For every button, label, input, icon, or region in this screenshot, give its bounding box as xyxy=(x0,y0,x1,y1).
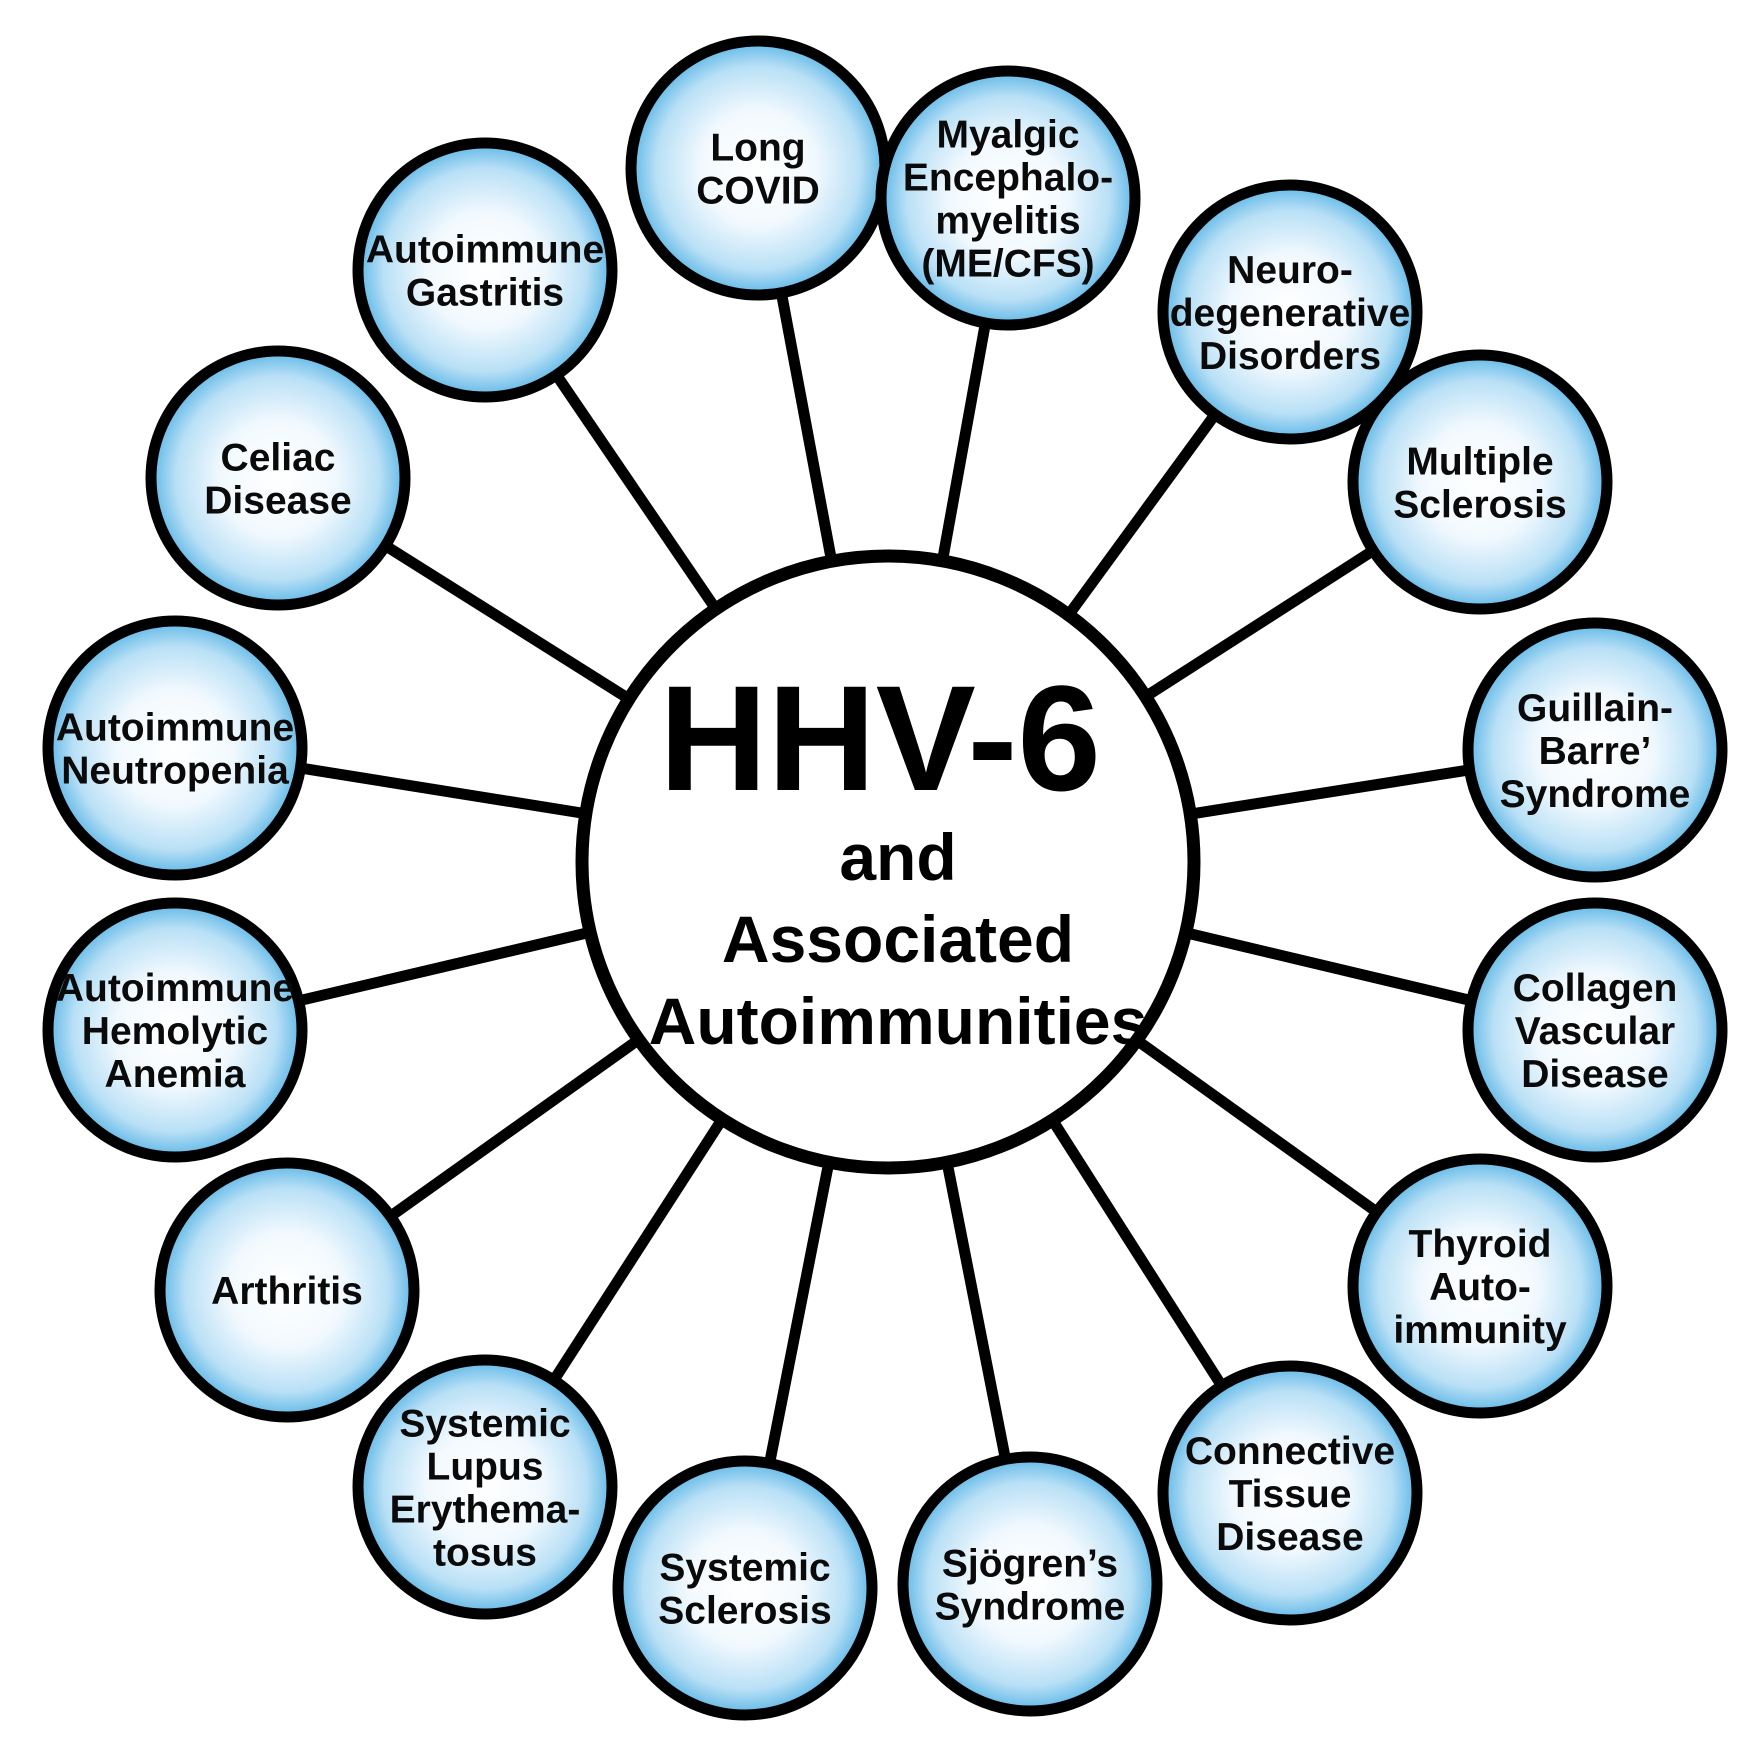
node-label-multiple-sclerosis-line-2: Sclerosis xyxy=(1393,484,1566,527)
node-circle-sjogrens-syndrome xyxy=(897,1451,1163,1717)
node-label-me-cfs-line-1: Myalgic xyxy=(936,114,1079,157)
spoke-celiac-disease xyxy=(380,539,634,705)
node-label-long-covid-line-2: COVID xyxy=(696,170,820,213)
node-circle-neurodegenerative-disorders xyxy=(1157,179,1423,445)
spoke-autoimmune-hemolytic-anemia xyxy=(295,926,594,1007)
node-guillain-barre-syndrome: Guillain-Barre’Syndrome xyxy=(1462,617,1728,883)
spoke-thyroid-autoimmunity xyxy=(1131,1034,1382,1218)
spoke-guillain-barre-syndrome xyxy=(1187,764,1473,820)
node-label-multiple-sclerosis-line-1: Multiple xyxy=(1406,441,1553,484)
spoke-me-cfs xyxy=(936,320,992,564)
node-label-autoimmune-neutropenia-line-1: Autoimmune xyxy=(56,707,294,750)
node-label-guillain-barre-syndrome-line-1: Guillain- xyxy=(1517,687,1673,730)
node-label-long-covid-line-1: Long xyxy=(710,127,805,170)
node-circle-multiple-sclerosis xyxy=(1347,349,1613,615)
node-label-neurodegenerative-disorders-line-3: Disorders xyxy=(1199,335,1381,378)
spoke-neurodegenerative-disorders xyxy=(1062,409,1221,620)
condition-nodes: LongCOVIDMyalgicEncephalo-myelitis(ME/CF… xyxy=(42,35,1728,1721)
node-label-neurodegenerative-disorders-line-2: degenerative xyxy=(1170,292,1411,335)
node-circle-autoimmune-hemolytic-anemia xyxy=(42,897,308,1163)
node-label-systemic-lupus-erythematosus-line-1: Systemic xyxy=(399,1403,570,1446)
node-label-systemic-sclerosis-line-2: Sclerosis xyxy=(658,1590,831,1633)
node-label-connective-tissue-disease-line-2: Tissue xyxy=(1229,1473,1352,1516)
node-label-autoimmune-gastritis-line-1: Autoimmune xyxy=(366,229,604,272)
node-circle-arthritis xyxy=(154,1157,420,1423)
node-circle-systemic-sclerosis xyxy=(612,1455,878,1721)
hub-subtitle-line-2: Associated xyxy=(722,902,1074,976)
node-label-thyroid-autoimmunity-line-2: Auto- xyxy=(1429,1266,1531,1309)
spoke-systemic-sclerosis xyxy=(763,1159,835,1467)
node-label-celiac-disease-line-2: Disease xyxy=(204,480,351,523)
node-label-guillain-barre-syndrome-line-3: Syndrome xyxy=(1500,773,1691,816)
node-label-collagen-vascular-disease-line-2: Vascular xyxy=(1515,1010,1675,1053)
node-label-sjogrens-syndrome-line-2: Syndrome xyxy=(935,1586,1126,1629)
node-label-me-cfs-line-4: (ME/CFS) xyxy=(921,243,1094,286)
node-circle-autoimmune-neutropenia xyxy=(42,615,308,881)
node-circle-systemic-lupus-erythematosus xyxy=(352,1354,618,1620)
node-circle-connective-tissue-disease xyxy=(1157,1360,1423,1626)
node-label-systemic-lupus-erythematosus-line-2: Lupus xyxy=(427,1446,544,1489)
node-label-systemic-lupus-erythematosus-line-3: Erythema- xyxy=(390,1489,581,1532)
node-label-connective-tissue-disease-line-1: Connective xyxy=(1185,1430,1395,1473)
node-circle-thyroid-autoimmunity xyxy=(1347,1153,1613,1419)
node-label-guillain-barre-syndrome-line-2: Barre’ xyxy=(1539,730,1652,773)
hub-title: HHV-6 xyxy=(659,654,1101,822)
node-label-autoimmune-neutropenia-line-2: Neutropenia xyxy=(61,750,289,793)
spokes xyxy=(295,289,1475,1467)
spoke-autoimmune-neutropenia xyxy=(297,762,589,820)
node-label-me-cfs-line-3: myelitis xyxy=(935,200,1080,243)
node-label-arthritis-line-1: Arthritis xyxy=(211,1270,363,1313)
spoke-systemic-lupus-erythematosus xyxy=(548,1114,728,1385)
spoke-multiple-sclerosis xyxy=(1140,544,1378,703)
node-label-celiac-disease-line-1: Celiac xyxy=(221,437,336,480)
node-label-thyroid-autoimmunity-line-3: immunity xyxy=(1393,1309,1567,1352)
node-label-autoimmune-hemolytic-anemia-line-3: Anemia xyxy=(105,1053,246,1096)
node-label-autoimmune-hemolytic-anemia-line-2: Hemolytic xyxy=(82,1010,268,1053)
node-arthritis: Arthritis xyxy=(154,1157,420,1423)
node-circle-guillain-barre-syndrome xyxy=(1462,617,1728,883)
spoke-connective-tissue-disease xyxy=(1046,1115,1228,1391)
hub: HHV-6 and Associated Autoimmunities xyxy=(575,549,1201,1175)
hub-circle xyxy=(575,549,1201,1175)
spoke-long-covid xyxy=(775,289,838,565)
node-label-neurodegenerative-disorders-line-1: Neuro- xyxy=(1227,249,1353,292)
node-circle-me-cfs xyxy=(875,65,1141,331)
node-label-connective-tissue-disease-line-3: Disease xyxy=(1216,1516,1363,1559)
node-label-sjogrens-syndrome-line-1: Sjögren’s xyxy=(942,1543,1118,1586)
node-label-systemic-sclerosis-line-1: Systemic xyxy=(659,1547,830,1590)
node-label-thyroid-autoimmunity-line-1: Thyroid xyxy=(1409,1223,1552,1266)
node-circle-autoimmune-gastritis xyxy=(352,137,618,403)
spoke-arthritis xyxy=(385,1033,644,1222)
spoke-collagen-vascular-disease xyxy=(1182,926,1475,1007)
spoke-sjogrens-syndrome xyxy=(941,1159,1012,1463)
node-label-autoimmune-gastritis-line-2: Gastritis xyxy=(406,272,564,315)
node-label-collagen-vascular-disease-line-3: Disease xyxy=(1521,1053,1668,1096)
hub-subtitle-line-1: and xyxy=(839,820,956,894)
node-circle-collagen-vascular-disease xyxy=(1462,897,1728,1163)
node-label-autoimmune-hemolytic-anemia-line-1: Autoimmune xyxy=(56,967,294,1010)
node-label-collagen-vascular-disease-line-1: Collagen xyxy=(1513,967,1678,1010)
spoke-autoimmune-gastritis xyxy=(550,370,722,614)
hub-subtitle-line-3: Autoimmunities xyxy=(649,984,1148,1058)
node-circle-celiac-disease xyxy=(145,345,411,611)
node-label-me-cfs-line-2: Encephalo- xyxy=(903,157,1113,200)
node-label-systemic-lupus-erythematosus-line-4: tosus xyxy=(433,1532,537,1575)
